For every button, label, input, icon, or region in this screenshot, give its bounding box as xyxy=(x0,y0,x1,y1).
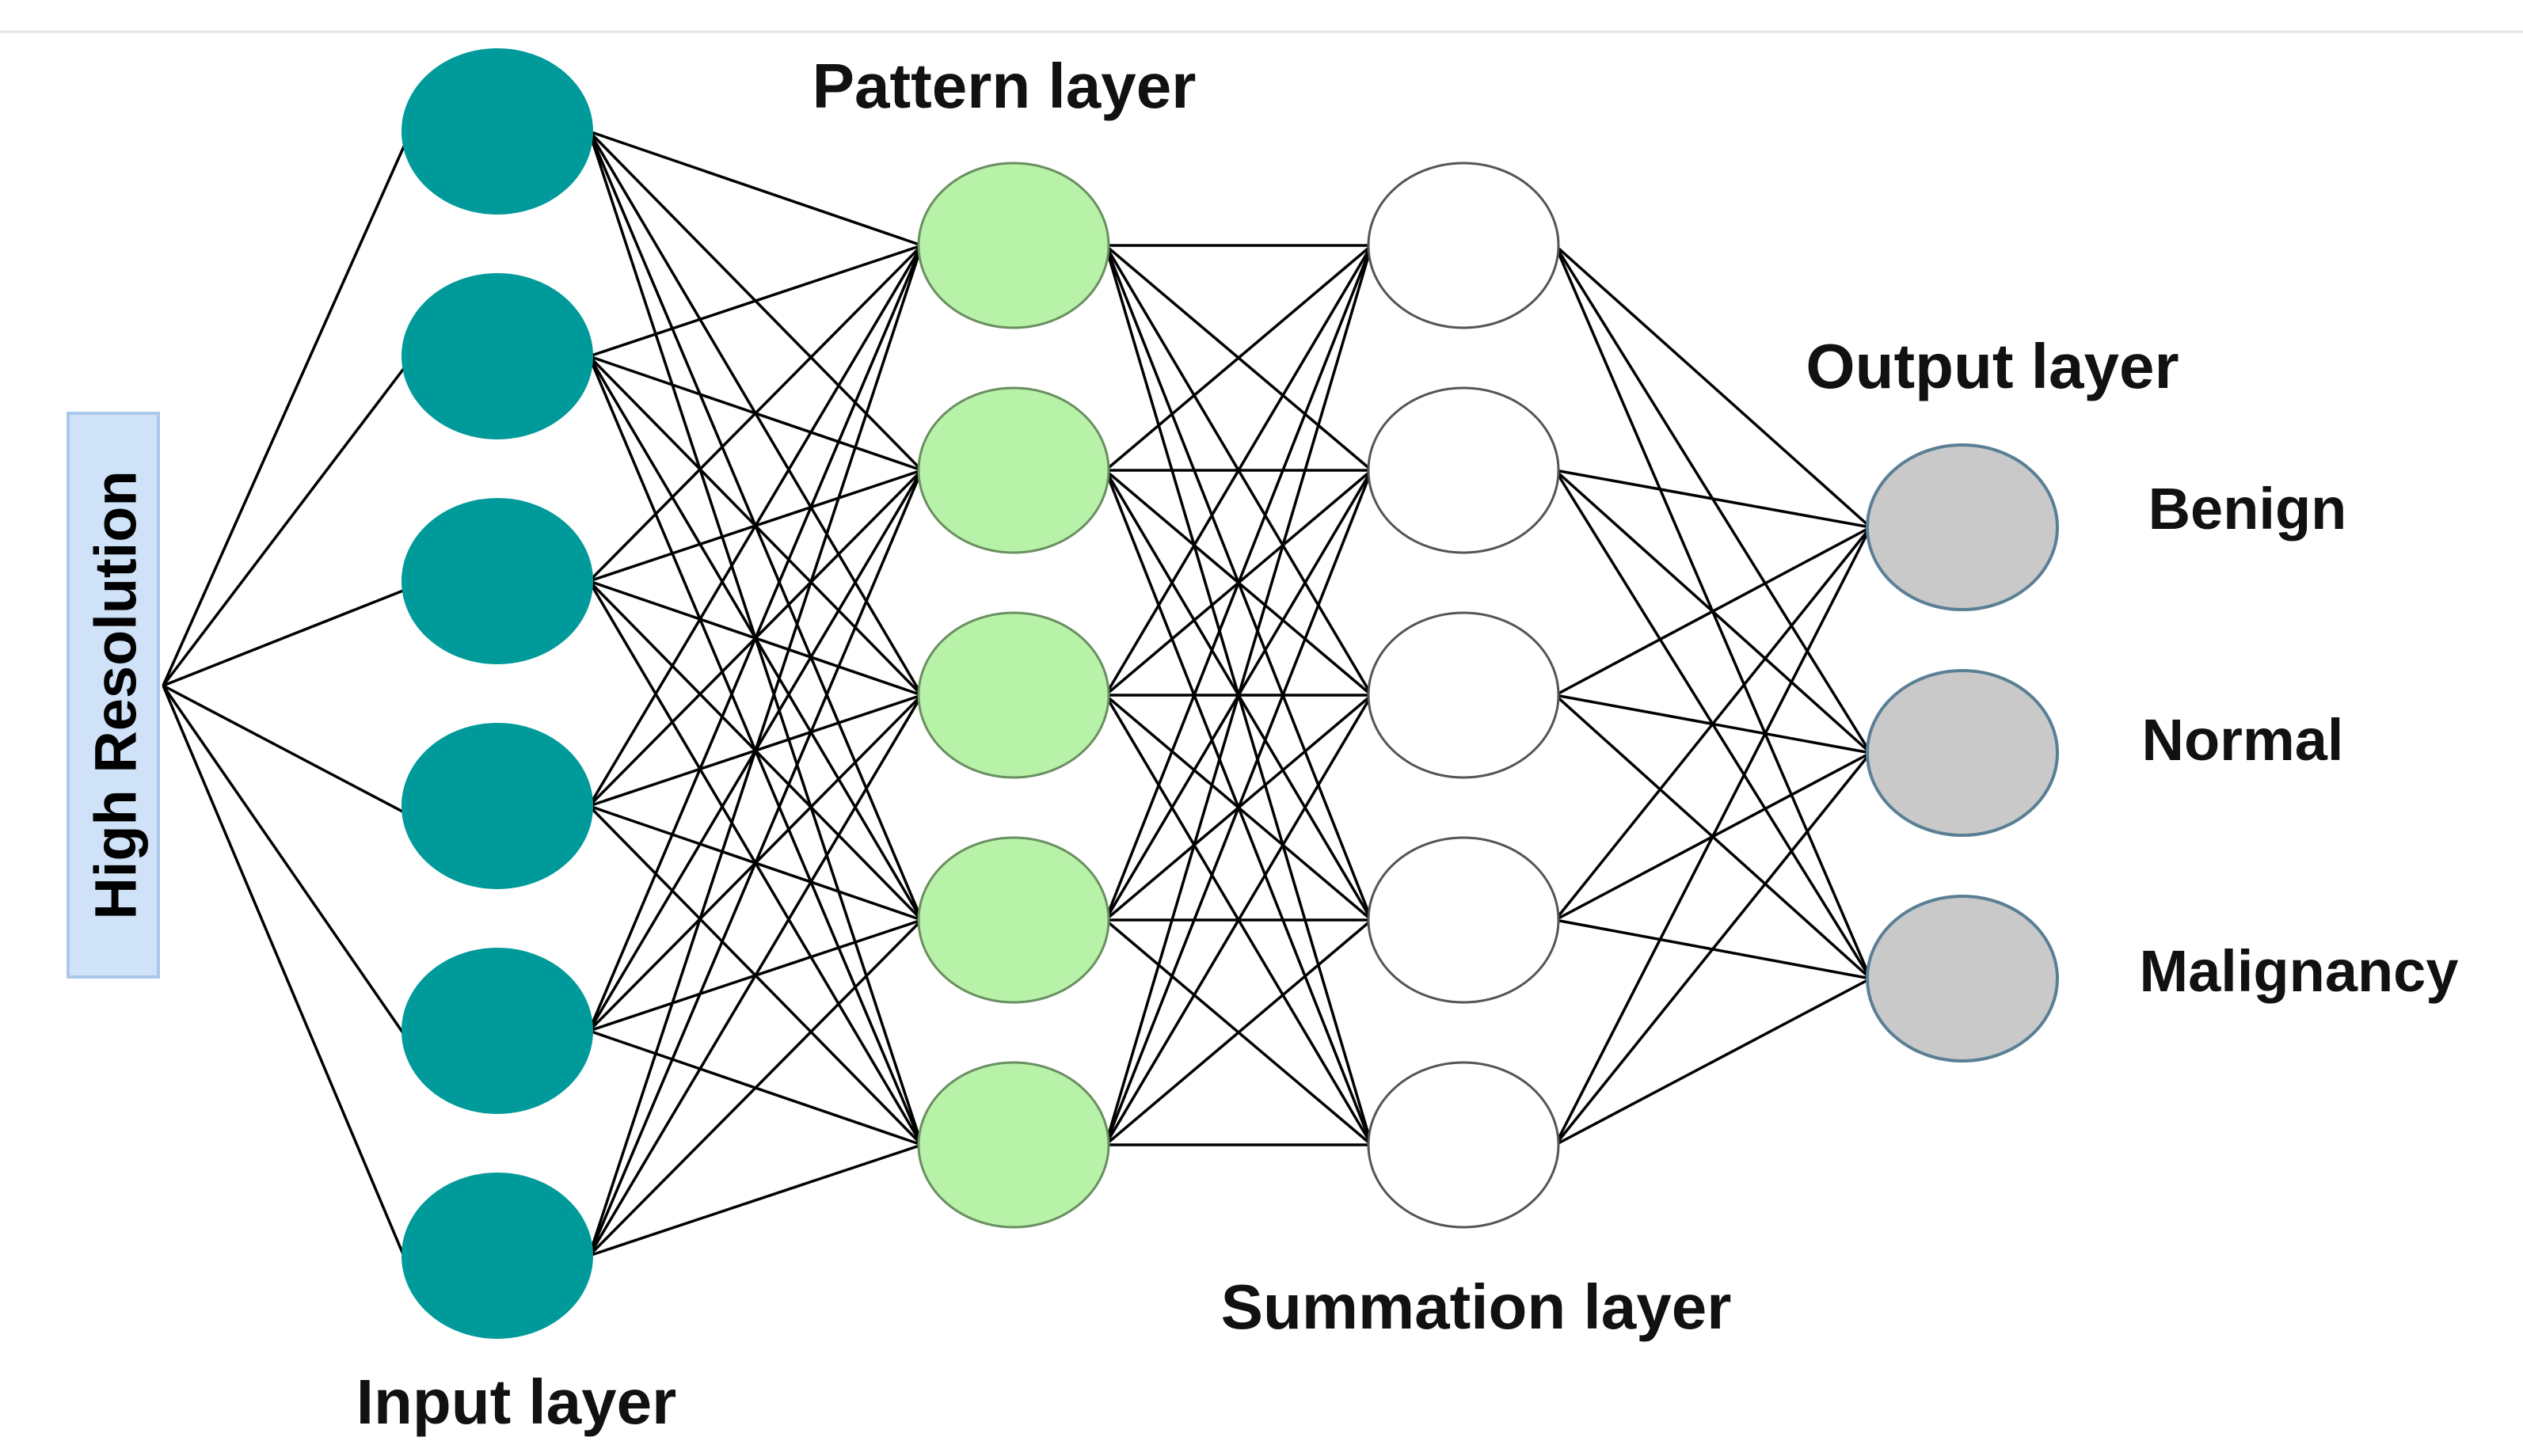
edge-pattern-summation-4-2 xyxy=(1104,694,1373,1146)
edge-input-pattern-4-0 xyxy=(588,245,923,1032)
output-layer-title: Output layer xyxy=(1806,331,2179,401)
summation-node-4 xyxy=(1367,836,1560,1004)
output-node-3 xyxy=(1866,895,2059,1063)
input-node-2 xyxy=(401,273,593,439)
edge-pattern-summation-4-1 xyxy=(1104,469,1373,1146)
edge-summation-output-1-0 xyxy=(1555,469,1871,529)
edge-pattern-summation-2-0 xyxy=(1104,245,1373,696)
output-node-1 xyxy=(1866,443,2059,611)
edge-input-pattern-5-4 xyxy=(588,1143,923,1257)
edge-input-pattern-0-0 xyxy=(588,130,923,247)
pattern-node-5 xyxy=(917,1061,1110,1229)
pattern-node-1 xyxy=(917,162,1110,329)
input-node-4 xyxy=(401,723,593,889)
edge-summation-output-4-0 xyxy=(1554,527,1872,1146)
edge-source-input-2 xyxy=(162,587,408,687)
class-label-normal: Normal xyxy=(2142,707,2344,773)
summation-layer-title: Summation layer xyxy=(1221,1272,1732,1342)
input-node-1 xyxy=(401,48,593,215)
input-node-5 xyxy=(401,948,593,1114)
input-layer-title: Input layer xyxy=(356,1367,677,1437)
edge-pattern-summation-4-0 xyxy=(1104,245,1373,1146)
input-node-3 xyxy=(401,498,593,664)
pattern-node-4 xyxy=(917,836,1110,1004)
pattern-node-3 xyxy=(917,611,1110,779)
edge-input-pattern-1-0 xyxy=(588,244,923,358)
input-source-box xyxy=(67,412,160,979)
edge-source-input-3 xyxy=(162,684,408,815)
connection-edges xyxy=(162,130,1872,1264)
output-node-2 xyxy=(1866,669,2059,837)
edge-summation-output-0-0 xyxy=(1554,244,1872,529)
network-nodes xyxy=(401,48,2059,1339)
edge-summation-output-4-1 xyxy=(1554,751,1872,1146)
edge-input-pattern-2-0 xyxy=(588,244,923,583)
edge-source-input-4 xyxy=(162,685,409,1040)
edge-source-input-0 xyxy=(162,139,409,686)
edge-input-pattern-5-2 xyxy=(588,694,923,1256)
summation-node-1 xyxy=(1367,162,1560,329)
edge-summation-output-2-0 xyxy=(1555,526,1871,697)
class-label-malignancy: Malignancy xyxy=(2140,938,2459,1004)
class-label-benign: Benign xyxy=(2148,476,2347,542)
edge-input-pattern-5-3 xyxy=(588,918,923,1257)
edge-input-pattern-5-0 xyxy=(588,245,923,1256)
summation-node-3 xyxy=(1367,611,1560,779)
edge-pattern-summation-4-3 xyxy=(1104,918,1373,1146)
input-source-label: High Resolution xyxy=(83,470,149,919)
summation-node-2 xyxy=(1367,386,1560,554)
edge-source-input-1 xyxy=(162,363,409,687)
edge-summation-output-4-2 xyxy=(1555,977,1871,1146)
edge-pattern-summation-3-0 xyxy=(1104,245,1373,921)
edge-summation-output-3-0 xyxy=(1554,526,1872,922)
input-node-6 xyxy=(401,1173,593,1339)
edge-source-input-5 xyxy=(162,685,409,1264)
input-source: High Resolution xyxy=(67,412,160,979)
edge-input-pattern-3-0 xyxy=(588,245,923,807)
summation-node-5 xyxy=(1367,1061,1560,1229)
edge-input-pattern-5-1 xyxy=(588,469,923,1256)
pattern-layer-title: Pattern layer xyxy=(812,51,1197,121)
edge-pattern-summation-1-0 xyxy=(1104,244,1373,472)
pattern-node-2 xyxy=(917,386,1110,554)
